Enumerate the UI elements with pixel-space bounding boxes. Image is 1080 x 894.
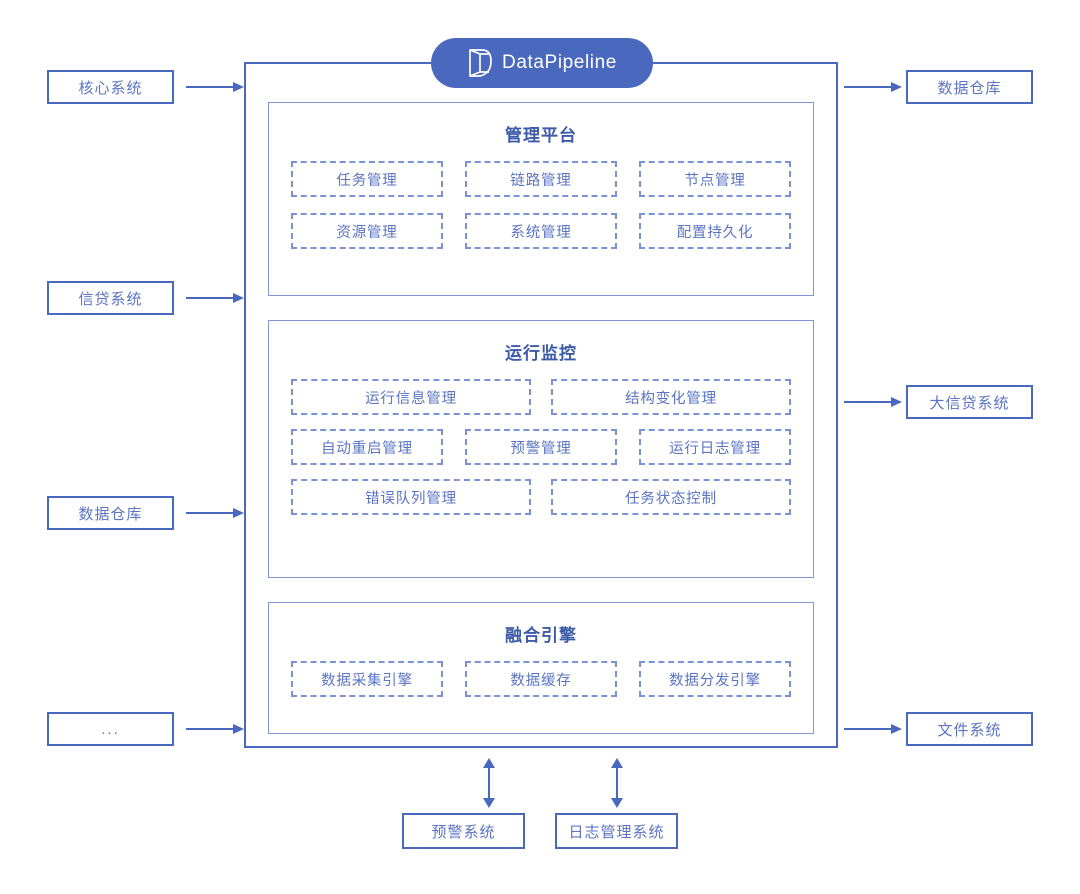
brand-logo-pill: DataPipeline bbox=[431, 38, 653, 88]
arrow-right-icon bbox=[186, 82, 244, 92]
module-row: 自动重启管理 预警管理 运行日志管理 bbox=[269, 429, 813, 465]
module-error-queue-management[interactable]: 错误队列管理 bbox=[291, 479, 531, 515]
platform-container: 管理平台 任务管理 链路管理 节点管理 资源管理 系统管理 配置持久化 运行监控… bbox=[244, 62, 838, 748]
module-row: 运行信息管理 结构变化管理 bbox=[269, 379, 813, 415]
module-link-management[interactable]: 链路管理 bbox=[465, 161, 617, 197]
arrow-right-icon bbox=[844, 397, 902, 407]
arrow-right-icon bbox=[186, 508, 244, 518]
module-row: 错误队列管理 任务状态控制 bbox=[269, 479, 813, 515]
module-task-state-control[interactable]: 任务状态控制 bbox=[551, 479, 791, 515]
source-box-core-system[interactable]: 核心系统 bbox=[47, 70, 174, 104]
datapipeline-logo-icon bbox=[469, 49, 492, 77]
section-fusion-engine: 融合引擎 数据采集引擎 数据缓存 数据分发引擎 bbox=[268, 602, 814, 734]
source-box-others[interactable]: ... bbox=[47, 712, 174, 746]
section-title: 管理平台 bbox=[505, 126, 577, 145]
module-row: 资源管理 系统管理 配置持久化 bbox=[269, 213, 813, 249]
bottom-box-alert-system[interactable]: 预警系统 bbox=[402, 813, 525, 849]
section-title: 融合引擎 bbox=[505, 626, 577, 645]
source-box-data-warehouse[interactable]: 数据仓库 bbox=[47, 496, 174, 530]
module-data-cache[interactable]: 数据缓存 bbox=[465, 661, 617, 697]
target-box-file-system[interactable]: 文件系统 bbox=[906, 712, 1033, 746]
target-box-big-credit-system[interactable]: 大信贷系统 bbox=[906, 385, 1033, 419]
brand-name: DataPipeline bbox=[502, 52, 617, 73]
module-system-management[interactable]: 系统管理 bbox=[465, 213, 617, 249]
module-data-distribution-engine[interactable]: 数据分发引擎 bbox=[639, 661, 791, 697]
module-data-collection-engine[interactable]: 数据采集引擎 bbox=[291, 661, 443, 697]
arrow-up-down-icon bbox=[483, 758, 495, 808]
target-box-data-warehouse[interactable]: 数据仓库 bbox=[906, 70, 1033, 104]
section-management-platform: 管理平台 任务管理 链路管理 节点管理 资源管理 系统管理 配置持久化 bbox=[268, 102, 814, 296]
bottom-box-log-management-system[interactable]: 日志管理系统 bbox=[555, 813, 678, 849]
module-config-persistence[interactable]: 配置持久化 bbox=[639, 213, 791, 249]
arrow-right-icon bbox=[186, 293, 244, 303]
section-title: 运行监控 bbox=[505, 344, 577, 363]
arrow-up-down-icon bbox=[611, 758, 623, 808]
source-box-credit-system[interactable]: 信贷系统 bbox=[47, 281, 174, 315]
module-runtime-log-management[interactable]: 运行日志管理 bbox=[639, 429, 791, 465]
module-task-management[interactable]: 任务管理 bbox=[291, 161, 443, 197]
module-auto-restart-management[interactable]: 自动重启管理 bbox=[291, 429, 443, 465]
module-resource-management[interactable]: 资源管理 bbox=[291, 213, 443, 249]
arrow-right-icon bbox=[186, 724, 244, 734]
module-structure-change-management[interactable]: 结构变化管理 bbox=[551, 379, 791, 415]
module-alert-management[interactable]: 预警管理 bbox=[465, 429, 617, 465]
module-row: 任务管理 链路管理 节点管理 bbox=[269, 161, 813, 197]
arrow-right-icon bbox=[844, 82, 902, 92]
section-runtime-monitoring: 运行监控 运行信息管理 结构变化管理 自动重启管理 预警管理 运行日志管理 错误… bbox=[268, 320, 814, 578]
module-row: 数据采集引擎 数据缓存 数据分发引擎 bbox=[269, 661, 813, 697]
module-node-management[interactable]: 节点管理 bbox=[639, 161, 791, 197]
arrow-right-icon bbox=[844, 724, 902, 734]
module-runtime-info-management[interactable]: 运行信息管理 bbox=[291, 379, 531, 415]
